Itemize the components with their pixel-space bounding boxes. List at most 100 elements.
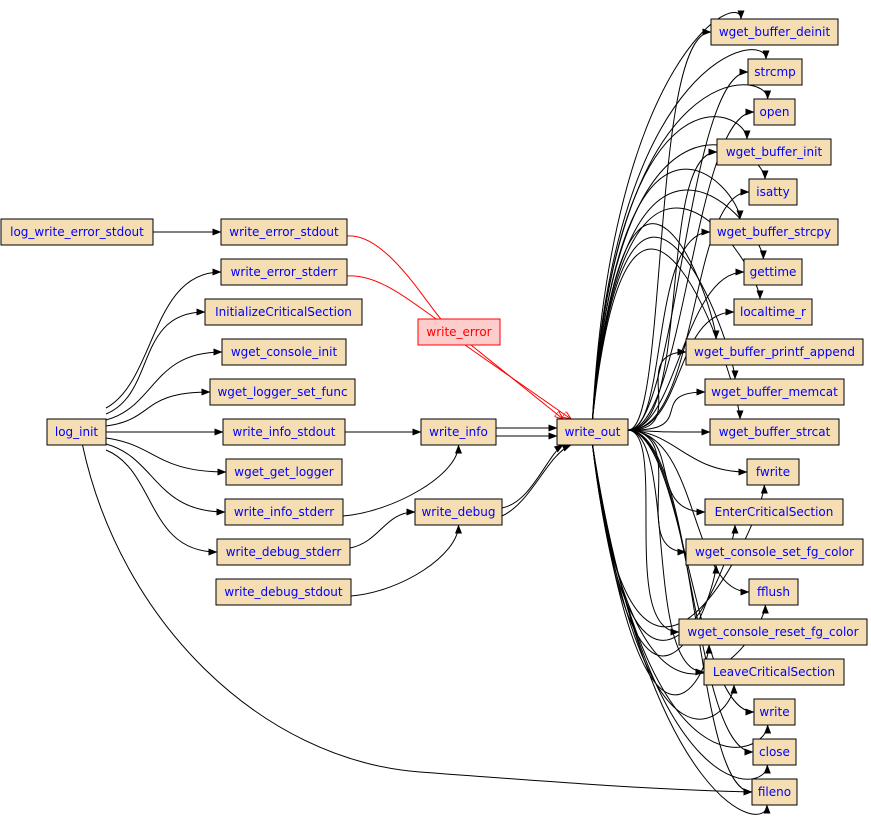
node-wget_logger_set_func[interactable]: wget_logger_set_func xyxy=(209,378,356,406)
edge-log_init-to-InitializeCriticalSection xyxy=(105,308,206,415)
node-box xyxy=(733,298,813,326)
node-label: wget_buffer_printf_append xyxy=(694,345,855,359)
node-label: write_error_stdout xyxy=(229,225,339,239)
node-write_out[interactable]: write_out xyxy=(556,418,629,446)
node-write_error[interactable]: write_error xyxy=(417,318,501,346)
edge-write_debug_stderr-to-write_debug xyxy=(349,508,416,549)
node-wget_console_init[interactable]: wget_console_init xyxy=(221,338,347,366)
node-label: write_info xyxy=(429,425,488,439)
node-strcmp[interactable]: strcmp xyxy=(747,58,803,86)
node-LeaveCriticalSection[interactable]: LeaveCriticalSection xyxy=(703,658,845,686)
node-close[interactable]: close xyxy=(752,738,797,766)
edge-write_out-arc-to-strcmp xyxy=(592,49,770,420)
node-fileno[interactable]: fileno xyxy=(751,778,798,806)
node-isatty[interactable]: isatty xyxy=(748,178,798,206)
node-gettime[interactable]: gettime xyxy=(743,258,803,286)
node-write_error_stderr[interactable]: write_error_stderr xyxy=(220,258,348,286)
edge-write_out-arc-to-wget_console_reset_fg_color xyxy=(592,444,713,696)
node-wget_buffer_strcat[interactable]: wget_buffer_strcat xyxy=(709,418,840,446)
edge-log_init-to-write_info_stderr xyxy=(105,443,226,516)
edge-log_init-to-fileno xyxy=(82,444,753,796)
edge-write_out-arc-to-close xyxy=(592,444,771,780)
node-label: wget_console_reset_fg_color xyxy=(687,625,858,639)
node-label: write_debug xyxy=(421,505,495,519)
node-label: wget_logger_set_func xyxy=(217,385,347,399)
node-box xyxy=(751,778,798,806)
node-box xyxy=(0,218,154,246)
node-box xyxy=(220,258,348,286)
edge-write_out-arc-to-write xyxy=(592,444,772,748)
node-box xyxy=(225,458,343,486)
node-write_debug_stdout[interactable]: write_debug_stdout xyxy=(215,578,352,606)
node-box xyxy=(753,698,796,726)
node-log_write_error_stdout[interactable]: log_write_error_stdout xyxy=(0,218,154,246)
node-box xyxy=(685,338,864,366)
edge-write_out-arc-to-fwrite xyxy=(592,444,768,628)
node-write_error_stdout[interactable]: write_error_stdout xyxy=(220,218,348,246)
node-label: wget_buffer_strcpy xyxy=(717,225,831,239)
edge-write_out-to-fwrite xyxy=(627,429,748,476)
edge-write_out-to-wget_buffer_memcat xyxy=(627,388,706,431)
node-label: write_debug_stdout xyxy=(224,585,343,599)
edge-write_error-to-write_out xyxy=(464,344,571,419)
edge-write_out-to-open xyxy=(627,108,755,431)
node-label: EnterCriticalSection xyxy=(715,505,834,519)
edge-write_out-to-wget_buffer_printf_append xyxy=(627,348,687,431)
node-box xyxy=(222,418,346,446)
node-label: write_info_stdout xyxy=(233,425,336,439)
node-EnterCriticalSection[interactable]: EnterCriticalSection xyxy=(704,498,844,526)
node-label: write_info_stderr xyxy=(234,505,334,519)
edge-write_out-arc-to-wget_buffer_printf_append xyxy=(592,223,720,420)
node-write_debug[interactable]: write_debug xyxy=(414,498,503,526)
edge-write_out-to-wget_buffer_strcat xyxy=(627,428,711,436)
node-write[interactable]: write xyxy=(753,698,796,726)
node-wget_buffer_strcpy[interactable]: wget_buffer_strcpy xyxy=(709,218,839,246)
node-write_debug_stderr[interactable]: write_debug_stderr xyxy=(216,538,351,566)
node-box xyxy=(216,538,351,566)
node-label: fwrite xyxy=(756,465,790,479)
node-InitializeCriticalSection[interactable]: InitializeCriticalSection xyxy=(204,298,363,326)
edge-write_out-arc-to-fileno xyxy=(592,444,771,815)
node-open[interactable]: open xyxy=(753,98,796,126)
node-fwrite[interactable]: fwrite xyxy=(746,458,800,486)
node-wget_console_reset_fg_color[interactable]: wget_console_reset_fg_color xyxy=(678,618,868,646)
node-label: write_debug_stderr xyxy=(226,545,342,559)
node-box xyxy=(204,298,363,326)
edge-write_out-to-close xyxy=(627,429,754,756)
node-wget_buffer_printf_append[interactable]: wget_buffer_printf_append xyxy=(685,338,864,366)
node-box xyxy=(209,378,356,406)
edge-write_out-to-wget_buffer_strcpy xyxy=(627,228,711,431)
node-label: fflush xyxy=(757,585,790,599)
node-box xyxy=(753,98,796,126)
node-box xyxy=(417,318,501,346)
node-wget_buffer_init[interactable]: wget_buffer_init xyxy=(716,138,832,166)
edge-write_error_stderr-to-write_error xyxy=(346,275,455,326)
node-box xyxy=(752,738,797,766)
node-box xyxy=(716,138,832,166)
node-box xyxy=(747,58,803,86)
node-box xyxy=(743,258,803,286)
node-localtime_r[interactable]: localtime_r xyxy=(733,298,813,326)
edge-layer xyxy=(82,10,772,815)
node-label: write xyxy=(759,705,789,719)
edge-write_out-to-isatty xyxy=(627,188,750,431)
node-box xyxy=(704,378,845,406)
edge-write_debug-to-write_out xyxy=(501,444,572,517)
node-write_info[interactable]: write_info xyxy=(420,418,497,446)
node-label: write_error xyxy=(426,325,491,339)
node-fflush[interactable]: fflush xyxy=(748,578,799,606)
node-box xyxy=(748,578,799,606)
node-write_info_stdout[interactable]: write_info_stdout xyxy=(222,418,346,446)
node-wget_console_set_fg_color[interactable]: wget_console_set_fg_color xyxy=(685,538,864,566)
node-label: gettime xyxy=(750,265,797,279)
node-write_info_stderr[interactable]: write_info_stderr xyxy=(224,498,344,526)
edge-write_out-arc-to-LeaveCriticalSection xyxy=(592,444,738,720)
node-label: isatty xyxy=(756,185,789,199)
edge-write_out-arc-to-wget_buffer_deinit xyxy=(592,10,745,420)
node-log_init[interactable]: log_init xyxy=(46,418,107,446)
node-wget_buffer_memcat[interactable]: wget_buffer_memcat xyxy=(704,378,845,406)
node-box xyxy=(710,18,839,46)
node-wget_get_logger[interactable]: wget_get_logger xyxy=(225,458,343,486)
node-wget_buffer_deinit[interactable]: wget_buffer_deinit xyxy=(710,18,839,46)
